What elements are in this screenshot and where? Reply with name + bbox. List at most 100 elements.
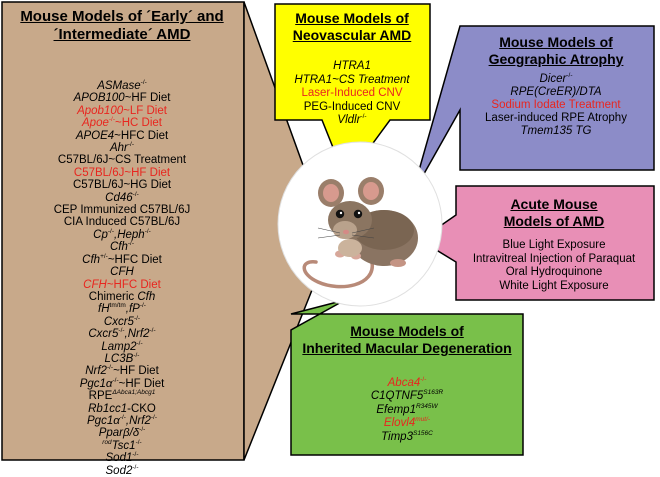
genotype-sup: -/- (127, 141, 135, 149)
list-item: Blue Light Exposure (502, 239, 606, 251)
gene-name: Nrf2 (85, 365, 107, 378)
genotype-sup: -/- (133, 314, 141, 322)
genotype-sup: -/- (119, 414, 126, 422)
model-suffix: ,Heph (114, 228, 145, 241)
acute-list: Blue Light Exposure Intravitreal Injecti… (458, 239, 650, 293)
model-suffix: ~HFC Diet (106, 278, 161, 291)
genotype-sup: -/- (566, 72, 573, 80)
gene-name: Sod1 (105, 452, 133, 465)
gene-name: Cxcr5 (103, 315, 134, 328)
model-text: CIA Induced C57BL/6J (63, 216, 181, 229)
list-item: Ahr-/- (4, 141, 240, 155)
title-line-1: Mouse Models of (350, 323, 464, 339)
inherited-list: Abca4-/- C1QTNF5S163R Efemp1R345W Elovl4… (300, 376, 514, 444)
genotype-sup: mut/- (415, 416, 431, 424)
list-item: Apob100~LF Diet (4, 105, 240, 117)
list-item: Rb1cc1-CKO (4, 403, 240, 415)
gene-name: Cd46 (105, 191, 133, 204)
gene-name: CFH (83, 278, 107, 291)
list-item: Tmem135 TG (520, 125, 592, 137)
geographic-list: Dicer-/- RPE(CreER)/DTA Sodium Iodate Tr… (463, 72, 649, 138)
early-intermediate-title: Mouse Models of ´Early´ and ´Intermediat… (4, 8, 240, 44)
neovascular-list: HTRA1 HTRA1~CS Treatment Laser-Induced C… (277, 60, 427, 128)
diagram-shapes (1, 1, 655, 461)
genotype-sup: -/- (420, 376, 427, 384)
mouse-image (302, 177, 418, 289)
model-text: C57BL/6J~HG Diet (72, 179, 172, 192)
model-text: Chimeric (88, 290, 138, 303)
gene-name: Apob100 (77, 104, 124, 117)
genotype-sup: -/- (136, 339, 143, 347)
title-line-2: Models of AMD (503, 213, 605, 229)
list-item: Apoe-/-~HC Diet (4, 116, 240, 130)
list-item: Abca4-/- (300, 376, 514, 390)
gene-name: Efemp1 (376, 403, 416, 416)
genotype-sup: +/- (100, 252, 108, 260)
gene-name: Dicer (539, 73, 567, 85)
genotype-sup: -/- (140, 79, 147, 87)
genotype-sup: -/- (118, 327, 125, 335)
model-suffix: ~HF Diet (118, 377, 165, 390)
list-item: C57BL/6J~CS Treatment (4, 154, 240, 166)
title-line-1: Mouse Models of ´Early´ and (20, 8, 224, 25)
title-line-2: Geographic Atrophy (488, 51, 624, 67)
gene-name: Cp (93, 228, 108, 241)
gene-name: Pgc1α (79, 377, 113, 390)
gene-name: Cfh (137, 290, 156, 303)
acute-panel (418, 185, 655, 301)
gene-name: Pparβ/δ (98, 427, 140, 440)
gene-name: APOE4 (75, 129, 115, 142)
list-item: Laser-induced RPE Atrophy (485, 112, 627, 124)
genotype-prefix: rod (102, 438, 112, 446)
inherited-title: Mouse Models of Inherited Macular Degene… (294, 323, 520, 357)
model-suffix: ~HF Diet (113, 365, 159, 378)
list-item: Lamp2-/- (4, 339, 240, 353)
list-item: Cd46-/- (4, 190, 240, 204)
genotype-sup: S156C (412, 429, 433, 437)
gene-name: Ahr (109, 142, 128, 155)
model-suffix: ~LF Diet (123, 104, 167, 117)
model-suffix: -CKO (127, 402, 156, 415)
genotype-sup: -/- (127, 240, 135, 248)
list-item: Sod1-/- (4, 451, 240, 465)
list-item: Oral Hydroquinone (505, 266, 603, 279)
genotype-sup: -/- (150, 414, 157, 422)
gene-name: Cfh (82, 253, 101, 266)
genotype-sup: -/- (135, 438, 142, 446)
list-item: CIA Induced C57BL/6J (4, 216, 240, 228)
list-item: White Light Exposure (499, 279, 609, 292)
genotype-sup: -/- (132, 451, 139, 459)
genotype-sup: -/- (149, 327, 156, 335)
genotype-sup: -/- (132, 190, 139, 198)
model-suffix: ~HFC Diet (114, 129, 169, 142)
list-item: Laser-Induced CNV (301, 87, 403, 99)
list-item: Sodium Iodate Treatment (491, 99, 621, 111)
genotype-sup: ΔAbca1;Abcg1 (112, 389, 156, 397)
list-item: Efemp1R345W (300, 402, 514, 417)
list-item: C57BL/6J~HF Diet (4, 167, 240, 179)
model-suffix: ,Nrf2 (124, 328, 150, 341)
gene-name: Abca4 (387, 377, 421, 389)
gene-name: Pgc1α (87, 414, 120, 427)
list-item: C57BL/6J~HG Diet (4, 179, 240, 191)
genotype-sup: -/- (108, 116, 115, 124)
list-item: PEG-Induced CNV (303, 100, 401, 113)
list-item: Timp3S156C (300, 429, 514, 444)
list-item: Chimeric Cfh (4, 291, 240, 303)
gene-name: Elovl4 (383, 417, 416, 430)
genotype-sup: R345W (415, 402, 438, 410)
genotype-sup: -/- (139, 302, 146, 310)
model-suffix: ,fP (125, 303, 140, 316)
gene-name: Lamp2 (101, 340, 137, 353)
gene-name: Cfh (109, 241, 128, 254)
title-line-2: ´Intermediate´ AMD (53, 26, 191, 43)
gene-name: HTRA1~CS Treatment (294, 73, 410, 86)
genotype-sup: -/- (360, 113, 367, 121)
gene-name: C1QTNF5 (370, 390, 424, 403)
gene-name: Timp3 (381, 430, 413, 443)
title-line-1: Acute Mouse (510, 196, 598, 212)
list-item: Pparβ/δ-/- (4, 427, 240, 440)
list-item: Cp-/-,Heph-/- (4, 228, 240, 241)
list-item: Dicer-/- (463, 72, 649, 86)
